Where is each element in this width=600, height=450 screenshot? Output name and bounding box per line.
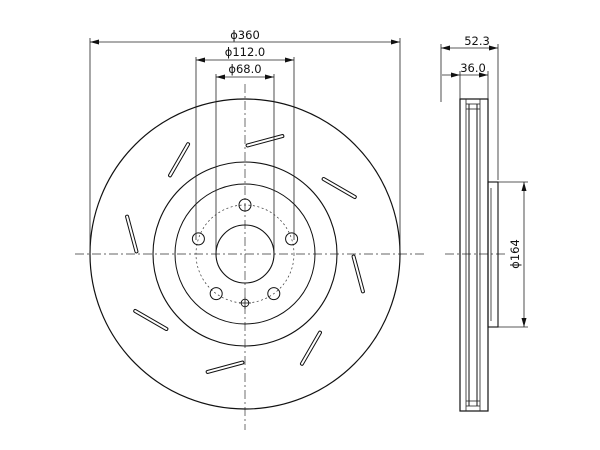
disc-thickness-label: 36.0 [460,61,486,75]
locating-screw-hole [239,297,251,309]
bolt-hole [191,232,205,246]
bolt-hole [285,232,299,246]
bolt-hole [209,287,223,301]
slot-groove-inner [206,361,244,373]
overall-thickness-label: 52.3 [464,34,490,48]
slot-groove-inner [322,178,356,199]
side-disc-outline [459,98,489,412]
hat-outer-circle [152,161,338,347]
slot-groove-inner [352,255,364,293]
outer-diameter-label: ϕ360 [230,28,260,42]
slot-groove-inner [134,309,168,330]
slot-groove-inner [169,143,190,177]
hat-diameter-label: ϕ164 [508,239,522,269]
bolt-hole [238,198,252,212]
center-bore-label: ϕ68.0 [228,62,261,76]
front-dimensions: ϕ360 ϕ112.0 ϕ68.0 [89,28,401,254]
slot-groove-inner [246,135,284,147]
bolt-holes [191,198,299,301]
side-dimensions: 52.3 36.0 ϕ164 [440,34,528,328]
bolt-hole [267,287,281,301]
slot-grooves [125,134,365,374]
front-view [75,84,425,430]
side-view [445,98,505,412]
slot-groove-inner [300,331,321,365]
hat-inner-circle [174,183,316,325]
slot-groove-inner [126,215,138,253]
side-hat-outline [487,181,499,328]
bolt-circle-label: ϕ112.0 [225,45,266,59]
